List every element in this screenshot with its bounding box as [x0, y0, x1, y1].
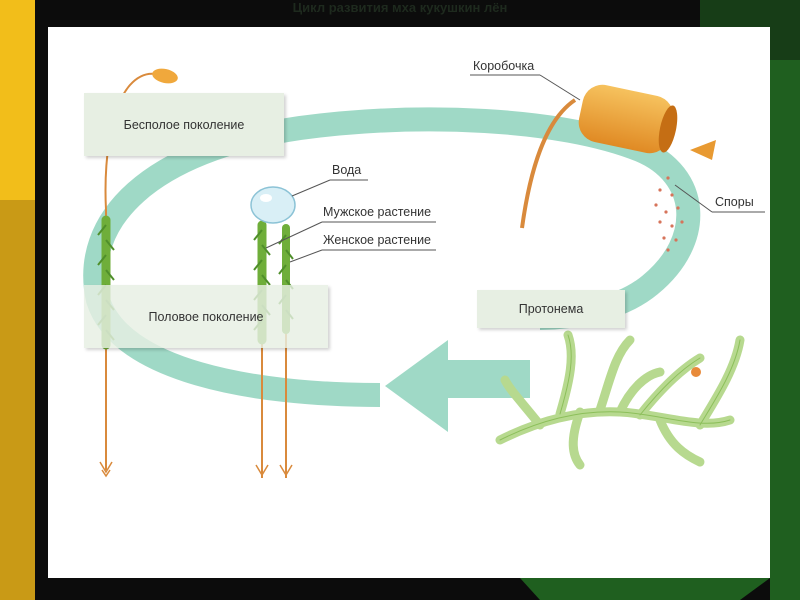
slide-title: Цикл развития мха кукушкин лён [292, 0, 508, 15]
cycle-arrow [83, 107, 701, 432]
water-drop [250, 186, 296, 224]
left-capsule [152, 68, 178, 84]
capsule-lid [690, 140, 716, 160]
leader-lines [265, 74, 765, 263]
protonema-bud [691, 367, 701, 377]
capsule-label: Коробочка [473, 59, 535, 73]
protonema-outline [499, 334, 741, 441]
female-plant [278, 224, 294, 478]
asexual-generation-box: Бесполое поколение [84, 93, 284, 156]
cycle-arrowhead-shape [385, 340, 530, 432]
sexual-generation-box: Половое поколение [84, 285, 328, 348]
protonema-illustration [495, 330, 745, 470]
asexual-generation-label: Бесполое поколение [123, 117, 245, 132]
protonema-box: Протонема [477, 290, 625, 328]
female-plant-label: Женское растение [323, 233, 432, 247]
spores [654, 176, 684, 252]
spores-label: Споры [715, 195, 754, 209]
sexual-generation-label: Половое поколение [148, 309, 264, 324]
male-plant-label: Мужское растение [323, 205, 432, 219]
protonema-label: Протонема [518, 302, 584, 316]
capsule-illustration [520, 84, 716, 229]
water-label: Вода [332, 163, 362, 177]
